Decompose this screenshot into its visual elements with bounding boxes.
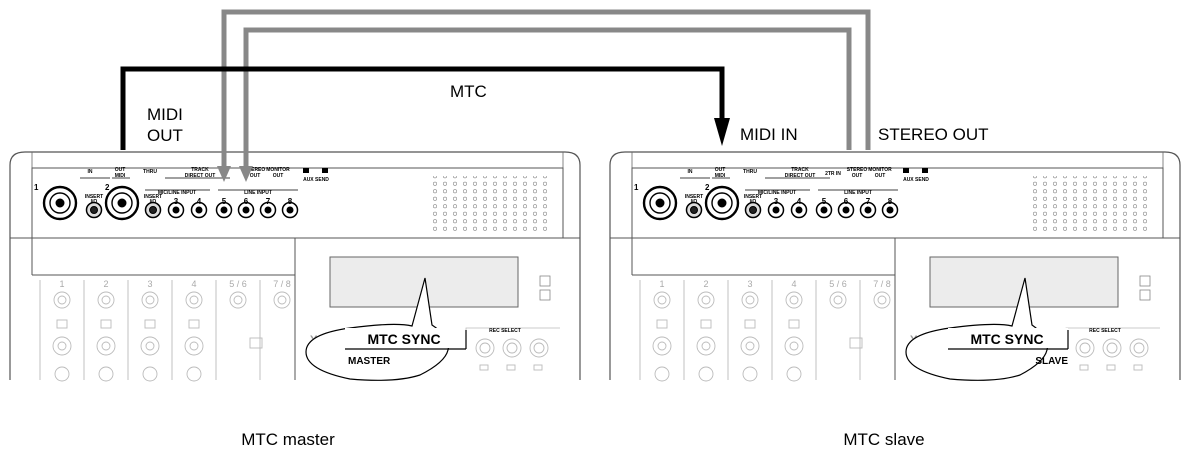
stereo-out-cable-l <box>221 9 871 168</box>
channel-number: 4 <box>791 279 796 289</box>
slave-caption: MTC slave <box>843 430 924 449</box>
jack-number: 7 <box>866 197 871 206</box>
jack-number: 1 <box>34 183 39 192</box>
jack-number: 3 <box>174 197 179 206</box>
out-midi-label: OUT <box>115 167 126 173</box>
line-input-label: LINE INPUT <box>244 190 272 196</box>
channel-number: 3 <box>747 279 752 289</box>
stereo-out-cables <box>221 9 871 168</box>
insert-io-label: I/O <box>691 199 698 205</box>
out-midi-label-2: MIDI <box>115 173 126 179</box>
midi-out-label-1: MIDI <box>147 105 183 124</box>
out-midi-label-2: MIDI <box>715 173 726 179</box>
track-direct-label-2: DIRECT OUT <box>785 173 816 179</box>
channel-number: 1 <box>659 279 664 289</box>
midi-cable <box>120 66 725 150</box>
channel-number: 5 / 6 <box>229 279 247 289</box>
midi-out-label-2: OUT <box>147 126 183 145</box>
rec-select-label: REC SELECT <box>1089 328 1121 334</box>
rec-select-label: REC SELECT <box>489 328 521 334</box>
insert-io-label: I/O <box>91 199 98 205</box>
mic-line-input-label: MIC/LINE INPUT <box>158 190 196 196</box>
slave-display-callout: MTC SYNC SLAVE <box>905 277 1069 381</box>
jack-number: 8 <box>888 197 893 206</box>
channel-number: 3 <box>147 279 152 289</box>
channel-number: 2 <box>703 279 708 289</box>
monitor-out-label-2: OUT <box>875 173 886 179</box>
in-label: IN <box>88 169 93 175</box>
master-display-title: MTC SYNC <box>367 331 440 347</box>
stereo-out-label: STEREO <box>847 167 868 173</box>
track-direct-label-2: DIRECT OUT <box>185 173 216 179</box>
channel-number: 4 <box>191 279 196 289</box>
monitor-out-label-2: OUT <box>273 173 284 179</box>
jack-number: 2 <box>105 183 110 192</box>
slave-panel-labels: IN OUT MIDI THRU TRACK DIRECT OUT 2TR IN… <box>634 167 1121 346</box>
jack-number: 6 <box>244 197 249 206</box>
insert-label-2: INSERT <box>744 194 762 200</box>
two-tr-in-label: 2TR IN <box>825 171 841 177</box>
mtc-label: MTC <box>450 82 487 101</box>
slave-display-title: MTC SYNC <box>970 331 1043 347</box>
mic-line-input-label: MIC/LINE INPUT <box>758 190 796 196</box>
jack-number: 2 <box>705 183 710 192</box>
insert-io-label-2: I/O <box>750 199 757 205</box>
midi-arrowhead <box>714 118 730 146</box>
aux-send-label: AUX SEND <box>303 177 329 183</box>
jack-number: 8 <box>288 197 293 206</box>
slave-mixer: IN OUT MIDI THRU TRACK DIRECT OUT 2TR IN… <box>608 150 1182 383</box>
audio-arrowhead <box>217 166 231 182</box>
stereo-out-label: STEREO <box>245 167 266 173</box>
stereo-out-label: STEREO OUT <box>878 125 989 144</box>
jack-number: 4 <box>197 197 202 206</box>
out-midi-label: OUT <box>715 167 726 173</box>
midi-in-label: MIDI IN <box>740 125 798 144</box>
channel-number: 7 / 8 <box>273 279 291 289</box>
master-mixer: IN OUT MIDI THRU TRACK DIRECT OUT STEREO… <box>8 150 582 383</box>
master-caption: MTC master <box>241 430 335 449</box>
track-direct-label: TRACK <box>191 167 209 173</box>
channel-number: 5 / 6 <box>829 279 847 289</box>
insert-label-2: INSERT <box>144 194 162 200</box>
master-display-mode: MASTER <box>348 356 391 367</box>
jack-number: 5 <box>822 197 827 206</box>
insert-io-label-2: I/O <box>150 199 157 205</box>
channel-number: 7 / 8 <box>873 279 891 289</box>
stereo-out-cable-r <box>243 27 852 168</box>
master-display-callout: MTC SYNC MASTER <box>305 277 467 381</box>
stereo-out-label-2: OUT <box>250 173 261 179</box>
channel-number: 1 <box>59 279 64 289</box>
jack-number: 6 <box>844 197 849 206</box>
thru-label: THRU <box>743 169 757 175</box>
jack-number: 4 <box>797 197 802 206</box>
line-input-label: LINE INPUT <box>844 190 872 196</box>
slave-display-mode: SLAVE <box>1035 356 1068 367</box>
insert-label: INSERT <box>85 194 103 200</box>
stereo-out-label-2: OUT <box>852 173 863 179</box>
jack-number: 1 <box>634 183 639 192</box>
in-label: IN <box>688 169 693 175</box>
jack-number: 7 <box>266 197 271 206</box>
aux-send-label: AUX SEND <box>903 177 929 183</box>
jack-number: 5 <box>222 197 227 206</box>
monitor-out-label: MONITOR <box>868 167 892 173</box>
track-direct-label: TRACK <box>791 167 809 173</box>
channel-number: 2 <box>103 279 108 289</box>
audio-arrowhead <box>239 166 253 182</box>
monitor-out-label: MONITOR <box>266 167 290 173</box>
jack-number: 3 <box>774 197 779 206</box>
insert-label: INSERT <box>685 194 703 200</box>
thru-label: THRU <box>143 169 157 175</box>
